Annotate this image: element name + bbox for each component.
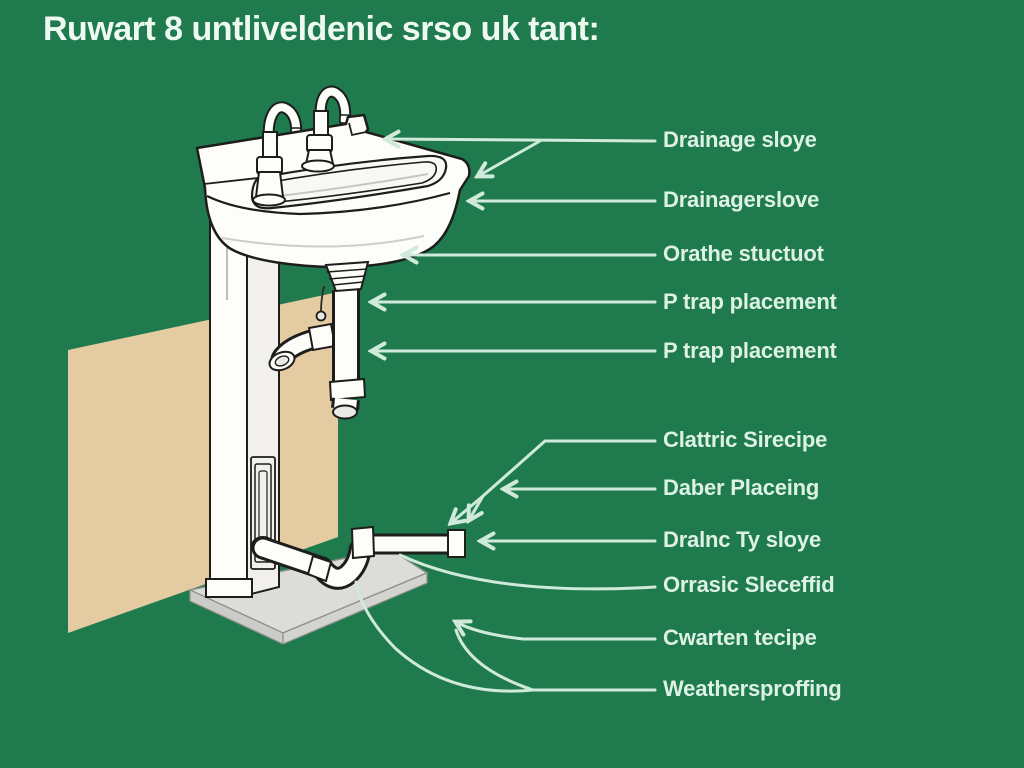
pipe-end-fitting [447,529,466,558]
callout-label-daber: Daber Placeing [663,475,820,500]
callout-label-dralnc: Dralnc Ty sloye [663,527,821,552]
callout-label-p-trap-1: P trap placement [663,289,837,314]
callout-label-clattric: Clattric Sirecipe [663,427,828,452]
p-trap-assembly [251,525,466,590]
faucet-right-body [301,110,335,173]
callout-label-cwarten: Cwarten tecipe [663,625,817,650]
leader-clattric [481,439,657,498]
base-platform [187,548,429,645]
leader-drainage-slope-a [386,139,657,141]
leader-clattric-branch-a [451,494,485,523]
leader-weatherproofing [354,580,657,693]
elbow-slip-nut [307,322,337,352]
faucet-left-body [252,131,286,207]
tailpiece-slip-ring [328,377,367,402]
leader-weatherproofing-branch [454,628,535,692]
leader-clattric-branch-b [469,494,485,520]
callout-label-drainage-slope: Drainage sloye [663,127,817,152]
trap-slip-nut [306,554,333,583]
utility-sink [195,85,471,293]
trap-riser-fitting [350,525,376,560]
leader-cwarten [456,622,657,641]
callout-label-drainagerslove: Drainagerslove [663,187,820,212]
callout-label-weatherproofing: Weathersproffing [663,676,842,701]
callout-label-orrasic: Orrasic Sleceffid [663,572,835,597]
drain-tailpiece [328,290,367,420]
callout-label-orathe-stuctuot: Orathe stuctuot [663,241,824,266]
leader-drainage-slope-b [478,139,542,176]
pedestal-foot [205,578,253,598]
diagram-title: Ruwart 8 untliveldenic srso uk tant: [43,10,600,48]
access-panel [250,456,276,570]
leader-orrasic [398,553,657,591]
leader-lines [354,139,657,693]
drain-chain [315,285,327,322]
drain-funnel [324,260,370,293]
branch-elbow-pipe [268,322,337,372]
callout-label-p-trap-2: P trap placement [663,338,837,363]
